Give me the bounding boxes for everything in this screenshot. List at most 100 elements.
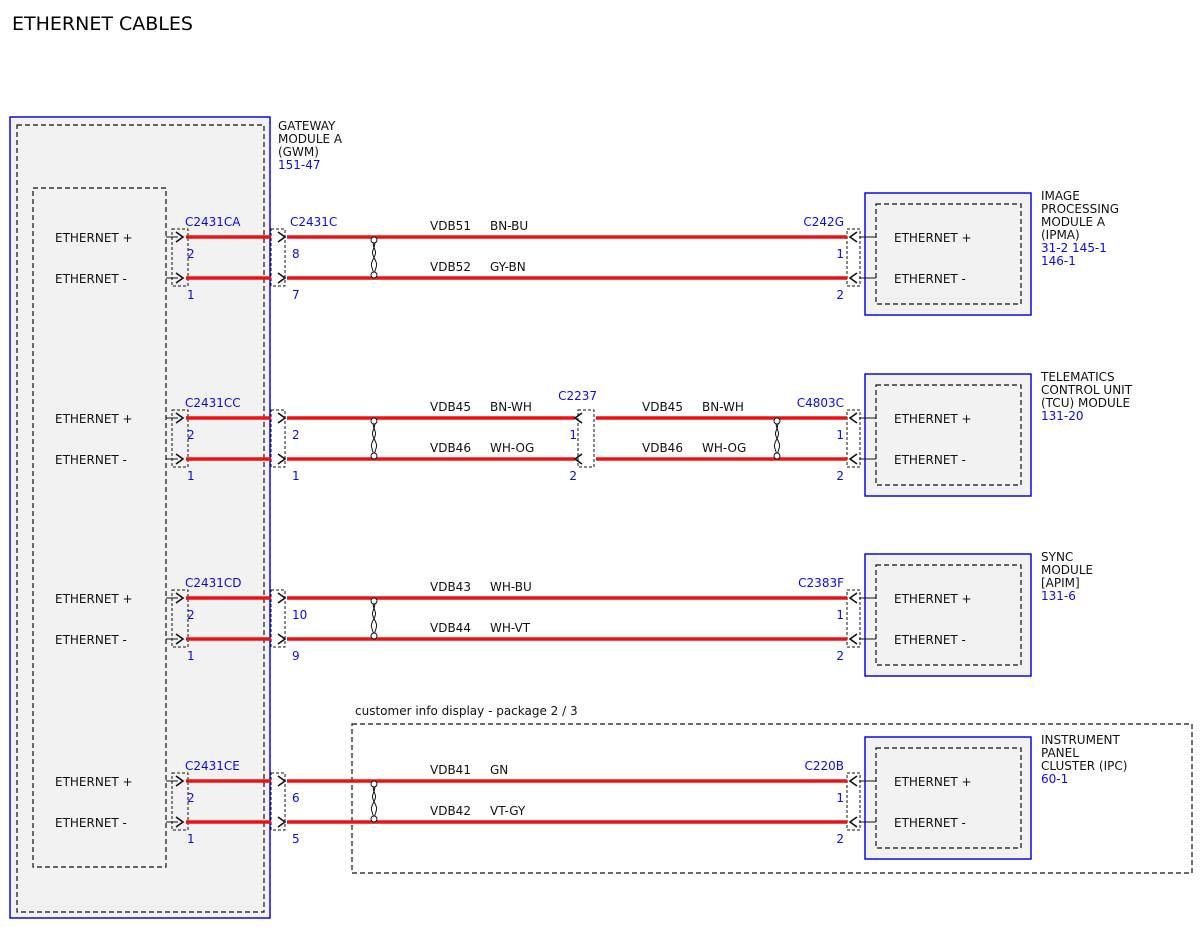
gateway-name-line: MODULE A [278, 132, 343, 146]
dest-pin-label: ETHERNET - [894, 453, 966, 467]
inline-connector-arrow [277, 592, 287, 604]
twist-end-bottom [370, 815, 378, 823]
dest-connector-name: C2383F [798, 576, 844, 590]
twist-end-top [370, 597, 378, 605]
dest-module-name-line: [APIM] [1041, 576, 1080, 590]
dest-pin-label: ETHERNET + [894, 231, 972, 245]
dest-module-ref-link: 31-2 145-1 [1041, 241, 1107, 255]
gateway-name-line: GATEWAY [278, 119, 336, 133]
dest-module-name-line: (TCU) MODULE [1041, 396, 1130, 410]
dest-module-ref-link: 131-20 [1041, 409, 1084, 423]
dest-pin-number: 2 [836, 832, 844, 846]
dest-pin-number: 1 [836, 791, 844, 805]
gw-pin-number: 1 [187, 832, 195, 846]
gw-connector-name: C2431CC [185, 396, 241, 410]
inline-connector-arrow [277, 453, 287, 465]
twisted-pair-symbol [370, 597, 378, 640]
dest-module-box [864, 736, 1032, 860]
circuit-id-second: VDB45 [642, 400, 683, 414]
inline-pin-number: 1 [292, 469, 300, 483]
gateway-name-line: (GWM) [278, 145, 319, 159]
inline-connector-arrow [277, 816, 287, 828]
gw-pin-number: 1 [187, 469, 195, 483]
gw-connector-box [171, 589, 189, 648]
twist-end-top [370, 417, 378, 425]
gw-pin-number: 1 [187, 288, 195, 302]
inline-connector-arrow [277, 633, 287, 645]
gw-connector-arrow [175, 412, 185, 424]
gateway-module-box [9, 116, 271, 919]
wire-color-code: GN [490, 763, 508, 777]
dest-module-inner-dashed [875, 747, 1022, 849]
circuit-id: VDB52 [430, 260, 471, 274]
wire-color-code: WH-OG [490, 441, 534, 455]
dest-connector-box [846, 589, 861, 648]
twisted-pair-symbol [370, 236, 378, 279]
dest-pin-number: 2 [836, 288, 844, 302]
wire-color-code-second: BN-WH [702, 400, 744, 414]
twist-end-top [370, 780, 378, 788]
gw-pin-label: ETHERNET + [55, 775, 133, 789]
gw-pin-label: ETHERNET - [55, 816, 127, 830]
dest-connector-box [846, 228, 861, 287]
dest-pin-label: ETHERNET + [894, 412, 972, 426]
dest-pin-label: ETHERNET + [894, 775, 972, 789]
dest-module-name-line: PROCESSING [1041, 202, 1119, 216]
inline-pin-number: 2 [292, 428, 300, 442]
dest-module-name-line: CLUSTER (IPC) [1041, 759, 1127, 773]
dest-pin-number: 2 [836, 649, 844, 663]
inline-pin-number: 7 [292, 288, 300, 302]
inline-connector-box [270, 409, 286, 468]
inline-connector-arrow [277, 272, 287, 284]
dest-pin-label: ETHERNET - [894, 816, 966, 830]
inline-connector-arrow [277, 775, 287, 787]
gw-pin-number: 1 [187, 649, 195, 663]
dest-module-name-line: SYNC [1041, 550, 1073, 564]
gw-connector-arrow [175, 272, 185, 284]
twist-line-b [774, 421, 781, 456]
inline-pin-number: 6 [292, 791, 300, 805]
inline-connector-box [270, 589, 286, 648]
twisted-pair-symbol-second [773, 417, 781, 460]
wire-color-code: WH-VT [490, 621, 531, 635]
twisted-pair-symbol [370, 417, 378, 460]
wire-color-code-second: WH-OG [702, 441, 746, 455]
twist-end-bottom [370, 452, 378, 460]
twist-line-b [371, 601, 378, 636]
circuit-id: VDB46 [430, 441, 471, 455]
gw-pin-label: ETHERNET - [55, 272, 127, 286]
gw-connector-name: C2431CE [185, 759, 240, 773]
gw-pin-number: 2 [187, 247, 195, 261]
gw-connector-box [171, 409, 189, 468]
mid-connector-arrow [573, 412, 583, 424]
inline-connector-box [270, 228, 286, 287]
dest-connector-arrow [848, 816, 858, 828]
inline-connector-arrow [277, 231, 287, 243]
dest-connector-box [846, 409, 861, 468]
twist-end-bottom [773, 452, 781, 460]
dest-module-box [864, 553, 1032, 677]
twisted-pair-symbol [370, 780, 378, 823]
dest-module-name-line: CONTROL UNIT [1041, 383, 1133, 397]
dest-module-ref-link: 60-1 [1041, 772, 1068, 786]
mid-pin-number: 2 [569, 469, 577, 483]
wire-color-code: VT-GY [490, 804, 526, 818]
mid-connector-name: C2237 [558, 389, 597, 403]
dest-pin-number: 1 [836, 428, 844, 442]
wire-color-code: WH-BU [490, 580, 532, 594]
mid-pin-number: 1 [569, 428, 577, 442]
wire-color-code: BN-WH [490, 400, 532, 414]
gw-pin-number: 2 [187, 428, 195, 442]
dest-module-ref-link: 146-1 [1041, 254, 1076, 268]
dest-module-ref-link: 131-6 [1041, 589, 1076, 603]
circuit-id: VDB42 [430, 804, 471, 818]
dest-connector-box [846, 772, 861, 831]
circuit-id: VDB51 [430, 219, 471, 233]
dest-pin-label: ETHERNET + [894, 592, 972, 606]
twist-line-b [371, 240, 378, 275]
gw-connector-arrow [175, 592, 185, 604]
circuit-id-second: VDB46 [642, 441, 683, 455]
gw-connector-name: C2431CA [185, 215, 241, 229]
gateway-ref-link: 151-47 [278, 158, 321, 172]
